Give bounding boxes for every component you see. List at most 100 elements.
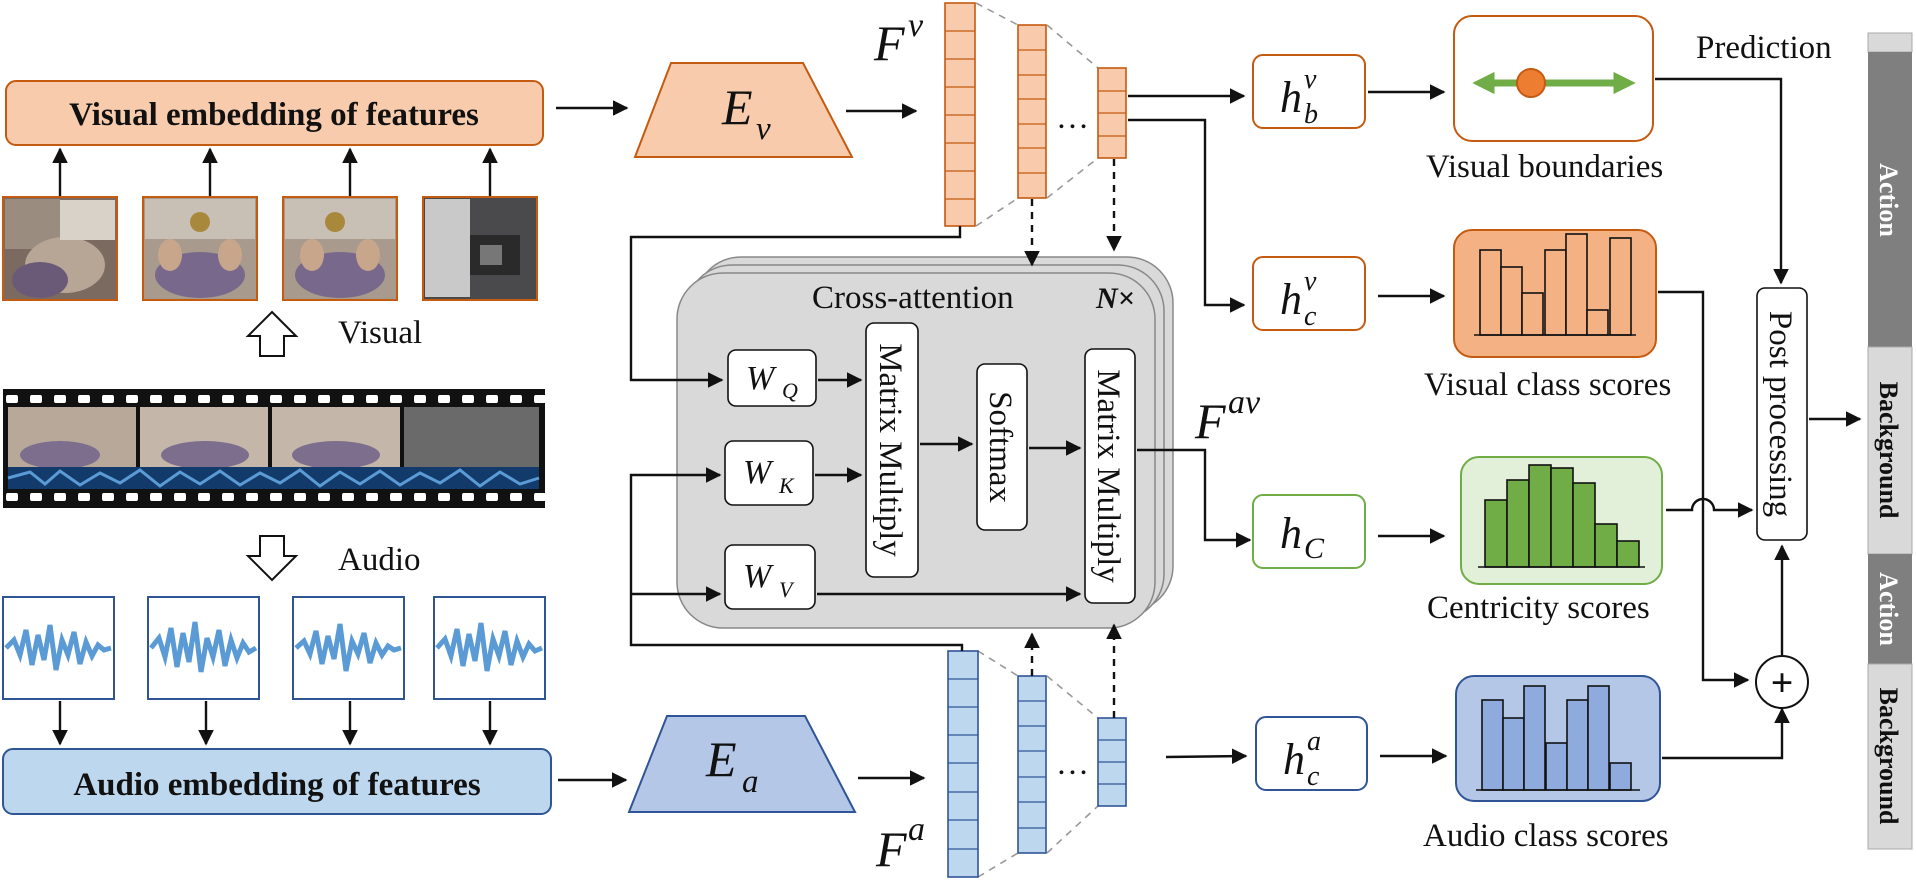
arrow-boundaries-to-post bbox=[1655, 77, 1789, 285]
centricity-scores-label: Centricity scores bbox=[1427, 590, 1650, 626]
svg-text:h: h bbox=[1283, 735, 1305, 784]
svg-text:a: a bbox=[908, 811, 925, 848]
frame-to-embedding-arrows bbox=[52, 147, 498, 196]
svg-text:h: h bbox=[1280, 509, 1302, 558]
waveform-thumbnail bbox=[292, 596, 405, 700]
cross-attention-repeat: N× bbox=[1095, 282, 1135, 315]
prediction-segment-label: Background bbox=[1874, 688, 1903, 825]
svg-text:c: c bbox=[1304, 301, 1317, 332]
svg-text:v: v bbox=[1304, 64, 1317, 95]
svg-text:h: h bbox=[1280, 275, 1302, 324]
prediction-segment-label: Background bbox=[1874, 382, 1903, 519]
frame-thumbnail bbox=[2, 196, 118, 301]
matrix-multiply-2-box: Matrix Multiply bbox=[1084, 348, 1136, 604]
frame-thumbnail bbox=[282, 196, 398, 301]
svg-text:Matrix Multiply: Matrix Multiply bbox=[1090, 369, 1126, 583]
visual-embedding-label: Visual embedding of features bbox=[69, 97, 479, 133]
prediction-segment-label: Action bbox=[1874, 572, 1903, 646]
arrow-fa-to-wk bbox=[629, 467, 964, 651]
prediction-segment-label: Action bbox=[1874, 163, 1903, 237]
svg-text:Softmax: Softmax bbox=[982, 391, 1018, 503]
svg-text:Post processing: Post processing bbox=[1762, 311, 1798, 517]
svg-text:v: v bbox=[908, 7, 924, 44]
plus-icon: + bbox=[1771, 660, 1794, 705]
svg-text:h: h bbox=[1280, 73, 1302, 122]
wv-box: W V bbox=[724, 544, 816, 610]
wq-box: W Q bbox=[727, 349, 817, 407]
encoder-audio-sub: a bbox=[742, 764, 759, 800]
head-hc: h C bbox=[1252, 494, 1366, 569]
audio-class-scores-label: Audio class scores bbox=[1423, 818, 1669, 854]
wk-box: W K bbox=[724, 440, 814, 506]
svg-text:v: v bbox=[1304, 266, 1317, 297]
film-strip bbox=[3, 389, 545, 508]
softmax-box: Softmax bbox=[976, 363, 1028, 531]
audio-feature-pyramid: … bbox=[947, 650, 1127, 878]
waveform-thumbnail bbox=[147, 596, 260, 700]
arrow-fa-to-hca bbox=[1165, 748, 1248, 764]
waveform-thumbnail bbox=[433, 596, 546, 700]
cross-attention-title: Cross-attention bbox=[812, 280, 1014, 316]
plus-node: + bbox=[1755, 655, 1809, 709]
svg-text:W: W bbox=[743, 558, 774, 595]
encoder-audio: E a bbox=[627, 715, 857, 813]
boundary-dot-icon bbox=[1516, 68, 1546, 98]
feature-visual-label: F v bbox=[873, 7, 924, 71]
visual-embedding-box: Visual embedding of features bbox=[5, 80, 544, 146]
svg-text:K: K bbox=[778, 473, 795, 498]
head-hbv: h b v bbox=[1252, 54, 1366, 130]
visual-boundaries-panel bbox=[1453, 15, 1654, 142]
prediction-bar: Action Background Action Background bbox=[1867, 32, 1913, 850]
svg-text:F: F bbox=[875, 821, 907, 877]
feature-av-label: F av bbox=[1194, 384, 1261, 449]
encoder-visual: E v bbox=[633, 62, 854, 158]
svg-text:W: W bbox=[743, 454, 774, 491]
svg-text:av: av bbox=[1228, 384, 1261, 421]
arrow-centricity-to-post bbox=[1666, 497, 1754, 518]
arrow-audio-scores-to-plus bbox=[1662, 707, 1790, 760]
audio-embedding-box: Audio embedding of features bbox=[2, 748, 552, 815]
arrow-fav-to-hc bbox=[1137, 448, 1252, 548]
head-hcv: h c v bbox=[1252, 256, 1366, 332]
waveform-thumbnail bbox=[2, 596, 115, 700]
audio-class-scores-panel bbox=[1455, 675, 1661, 802]
feature-audio-label: F a bbox=[875, 811, 925, 877]
svg-text:W: W bbox=[746, 360, 777, 397]
centricity-scores-panel bbox=[1460, 456, 1663, 585]
waveform-to-embedding-arrows bbox=[52, 701, 498, 746]
visual-class-scores-label: Visual class scores bbox=[1424, 367, 1671, 403]
visual-boundaries-label: Visual boundaries bbox=[1426, 149, 1663, 185]
head-hca: h c a bbox=[1255, 716, 1368, 792]
video-frames bbox=[2, 196, 538, 301]
svg-text:F: F bbox=[873, 15, 905, 71]
arrow-fv-to-hcv bbox=[1128, 118, 1246, 313]
svg-text:F: F bbox=[1194, 393, 1226, 449]
svg-text:a: a bbox=[1307, 726, 1321, 757]
visual-label: Visual bbox=[338, 315, 422, 351]
svg-text:c: c bbox=[1307, 761, 1320, 792]
arrow-visual-scores-to-plus bbox=[1658, 290, 1750, 688]
hollow-up-arrow-icon bbox=[245, 310, 299, 357]
svg-text:C: C bbox=[1304, 532, 1325, 565]
visual-class-scores-panel bbox=[1453, 229, 1657, 358]
cross-attention-block: Cross-attention N× W Q W K W V Matrix Mu… bbox=[676, 256, 1174, 629]
post-processing-box: Post processing bbox=[1756, 287, 1808, 541]
encoder-audio-main: E bbox=[705, 731, 737, 787]
frame-thumbnail bbox=[142, 196, 258, 301]
arrow-fv-to-wq bbox=[629, 226, 962, 388]
hollow-down-arrow-icon bbox=[245, 535, 299, 582]
svg-text:V: V bbox=[779, 577, 795, 602]
svg-text:Matrix Multiply: Matrix Multiply bbox=[872, 343, 908, 557]
encoder-visual-main: E bbox=[721, 79, 753, 135]
frame-thumbnail bbox=[422, 196, 538, 301]
svg-text:b: b bbox=[1304, 99, 1318, 130]
audio-pyramid-ellipsis: … bbox=[1056, 746, 1089, 782]
svg-text:Q: Q bbox=[782, 378, 798, 403]
visual-feature-pyramid: … bbox=[944, 2, 1127, 227]
visual-pyramid-ellipsis: … bbox=[1056, 100, 1089, 136]
audio-label: Audio bbox=[338, 542, 421, 578]
matrix-multiply-1-box: Matrix Multiply bbox=[865, 322, 919, 578]
prediction-label: Prediction bbox=[1696, 30, 1832, 66]
encoder-visual-sub: v bbox=[756, 111, 771, 147]
